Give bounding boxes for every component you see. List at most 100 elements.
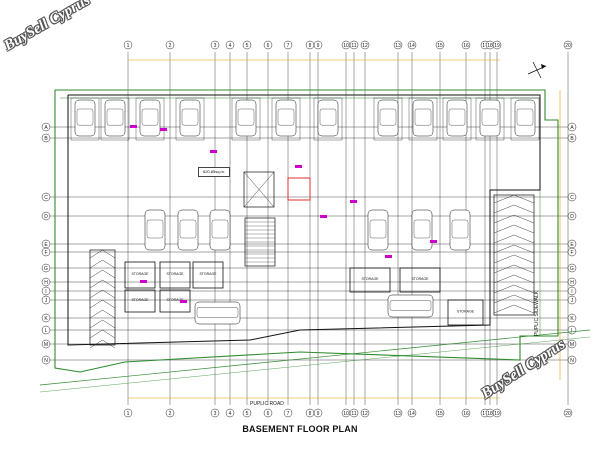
car-roof (211, 219, 229, 239)
storage-room-label: STORAGE (457, 310, 475, 314)
parked-car (139, 99, 161, 137)
grid-bubble (210, 408, 220, 418)
parked-car (104, 99, 126, 137)
grid-bubble (165, 40, 175, 50)
grid-bubble-label: 18 (487, 43, 493, 49)
parked-car (412, 99, 434, 137)
parked-car (275, 99, 297, 137)
parked-car (179, 99, 201, 137)
grid-bubble (393, 408, 403, 418)
ramp-hatch (493, 304, 535, 314)
parked-car (514, 99, 536, 137)
parked-car (317, 99, 339, 137)
grid-bubble (41, 247, 51, 257)
plan-title: BASEMENT FLOOR PLAN (242, 424, 358, 434)
ramp-hatch (493, 264, 535, 274)
annotation-mark (430, 240, 437, 243)
grid-bubble (41, 313, 51, 323)
grid-bubble (225, 40, 235, 50)
grid-bubble-label: 10 (343, 411, 349, 417)
ramp-hatch (493, 294, 535, 304)
grid-bubble (567, 263, 577, 273)
grid-bubble-label: 3 (214, 43, 217, 49)
grid-bubble-label: 15 (437, 43, 443, 49)
car-roof (413, 219, 431, 239)
grid-bubble-label: 3 (214, 411, 217, 417)
ramp-hatch (89, 289, 116, 299)
storage-room-label: STORAGE (166, 272, 184, 276)
grid-bubble-label: 8 (309, 411, 312, 417)
ramp-hatch (493, 274, 535, 284)
lift-shaft (243, 171, 275, 208)
parking-bay (373, 97, 403, 141)
grid-bubble (563, 408, 573, 418)
parking-bay (231, 97, 261, 141)
grid-bubble-label: 20 (565, 411, 571, 417)
car-roof (277, 108, 295, 126)
grid-bubble (283, 40, 293, 50)
car-roof (181, 108, 199, 126)
grid-bubble (461, 408, 471, 418)
road-edge-line (39, 329, 591, 386)
north-arrow-head (541, 64, 546, 69)
grid-bubble-label: 11 (351, 43, 356, 49)
ramp-hatch (493, 284, 535, 294)
parking-bay (408, 97, 438, 141)
parking-bay (442, 97, 472, 141)
grid-bubble-label: 17 (482, 411, 488, 417)
grid-bubble-label: I (571, 289, 572, 295)
parking-bay (70, 97, 100, 141)
road-label: PUPLIC ROAD (250, 401, 284, 407)
car-roof (141, 108, 159, 126)
grid-bubble-label: 10 (343, 43, 349, 49)
parked-car (74, 99, 96, 137)
grid-bubble-label: K (44, 316, 48, 322)
grid-bubble (567, 247, 577, 257)
grid-bubble (461, 40, 471, 50)
annotation-mark (160, 128, 167, 131)
grid-bubble-label: F (570, 250, 573, 256)
grid-bubble-label: G (570, 266, 574, 272)
grid-bubble (567, 277, 577, 287)
parked-car (411, 209, 433, 251)
grid-bubble (283, 408, 293, 418)
ramp-hatch (493, 224, 535, 234)
grid-bubble-label: 7 (287, 43, 290, 49)
grid-bubble-label: 12 (362, 43, 368, 49)
building-outline (67, 94, 541, 346)
storage-room (399, 267, 441, 293)
grid-bubble (563, 40, 573, 50)
ramp-hatch (493, 204, 535, 214)
grid-bubble-label: 16 (463, 411, 469, 417)
grid-bubble-label: C (44, 195, 48, 201)
grid-bubble-label: 1 (127, 43, 130, 49)
grid-bubble (435, 408, 445, 418)
grid-bubble-label: 5 (246, 411, 249, 417)
annotation-mark (295, 165, 302, 168)
grid-bubble-label: J (45, 298, 48, 304)
grid-bubble-label: J (571, 298, 574, 304)
grid-bubble (41, 277, 51, 287)
ramp-left (89, 249, 116, 346)
grid-bubble (165, 408, 175, 418)
sidewalk-label: PUPLIC SIDEWALK (534, 290, 540, 336)
storage-room (349, 267, 391, 293)
grid-bubble-label: M (570, 342, 574, 348)
storage-room (159, 289, 191, 313)
grid-bubble-label: 7 (287, 411, 290, 417)
grid-bubble (567, 192, 577, 202)
grid-bubble-label: 15 (437, 411, 443, 417)
car-roof (379, 108, 397, 126)
grid-bubble (263, 40, 273, 50)
annotation-mark (350, 200, 357, 203)
ramp-hatch (493, 244, 535, 254)
grid-bubble (41, 211, 51, 221)
grid-bubble-label: 4 (229, 411, 232, 417)
car-roof (481, 108, 499, 126)
grid-bubble (567, 286, 577, 296)
parking-bay (135, 97, 165, 141)
storage-room-label: STORAGE (166, 298, 184, 302)
grid-bubble-label: C (570, 195, 574, 201)
storage-room-label: STORAGE (199, 272, 217, 276)
ramp-hatch (493, 254, 535, 264)
